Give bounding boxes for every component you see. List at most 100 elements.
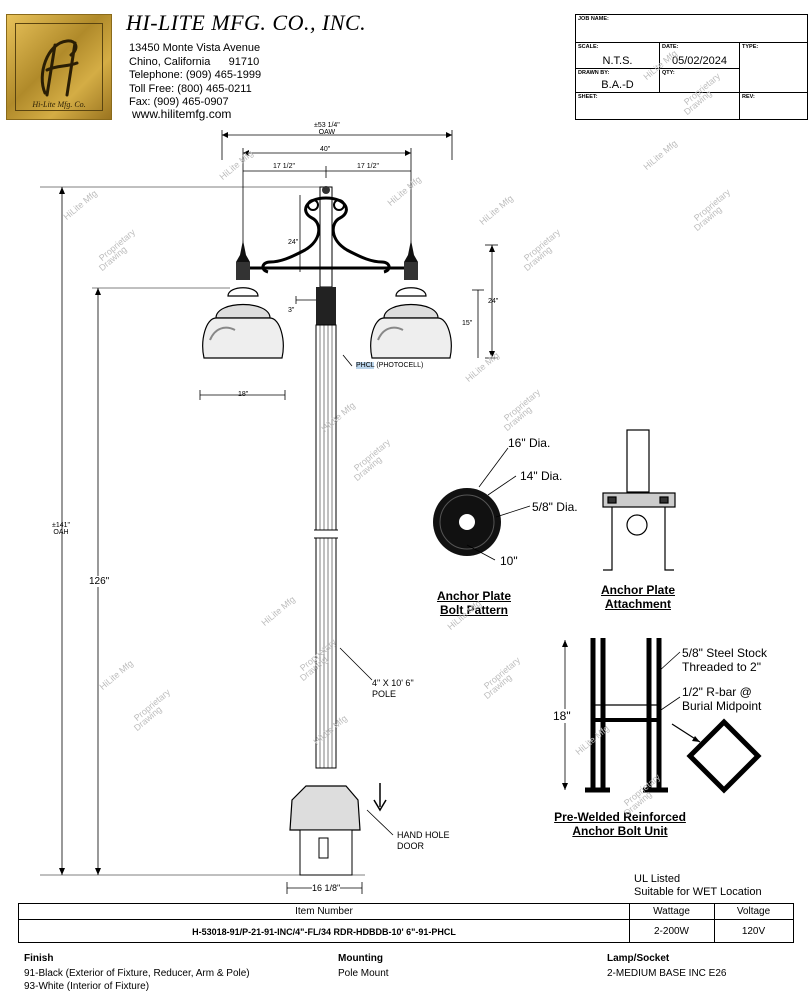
lamp-value: 2-MEDIUM BASE INC E26 [607,968,727,979]
oaw-value: ±53 1/4" [314,122,340,129]
oaw-label: OAW [318,129,336,136]
bolt-height-label: 18" [553,709,571,723]
address-line: Fax: (909) 465-0907 [129,96,229,109]
finish-line: 93-White (Interior of Fixture) [24,981,150,992]
note-line: 5/8" Steel Stock [682,646,767,660]
left-lantern [202,240,284,359]
scale-label: SCALE: [578,44,599,50]
globe-width-dimension: 18" [238,391,249,398]
hand-hole-line: HAND HOLE [397,830,450,840]
company-address: 13450 Monte Vista Avenue Chino, Californ… [129,42,261,110]
note-line: 1/2" R-bar @ [682,685,752,699]
pole-spec-line: 4" X 10' 6" [372,678,414,688]
pole-spec-line: POLE [372,689,397,699]
ul-line: UL Listed [634,873,681,885]
half-right-dimension: 17 1/2" [357,163,379,170]
mounting-header: Mounting [338,953,383,964]
drawn-by-cell: DRAWN BY: B.A.-D [576,69,660,93]
item-number-value: H-53018-91/P-21-91-INC/4"-FL/34 RDR-HDBD… [192,927,456,937]
ul-line: Suitable for WET Location [634,886,762,898]
job-name-cell: JOB NAME: [576,15,807,43]
table-divider [629,904,630,942]
dia-58-label: 5/8" Dia. [532,500,578,514]
address-line: Telephone: (909) 465-1999 [129,69,262,82]
anchor-attachment-caption: Anchor Plate Attachment [588,583,688,611]
arm-span-dimension: 40" [320,146,331,153]
address-line: 13450 Monte Vista Avenue [129,42,261,54]
pole [314,186,338,769]
item-number-header: Item Number [19,904,629,920]
pole-spec-label: 4" X 10' 6" POLE [372,678,414,700]
note-line: Burial Midpoint [682,699,762,713]
caption-line: Anchor Bolt Unit [572,824,668,838]
logo-caption: Hi-Lite Mfg. Co. [32,100,86,109]
rev-label: REV: [742,94,755,100]
caption-line: Bolt Pattern [439,603,508,617]
voltage-header: Voltage [714,904,793,920]
note-line: Threaded to 2" [682,660,761,674]
oah-dimension: ±141" OAH [52,522,70,536]
fixture-height-dimension: 24" [488,298,499,305]
arm-height-dimension: 24" [288,239,299,246]
scroll-arm [243,196,411,274]
sheet-label: SHEET: [578,94,598,100]
dia-16-label: 16" Dia. [508,436,551,450]
table-divider [714,904,715,942]
address-line: Toll Free: (800) 465-0211 [129,82,252,95]
photocell-text: (PHOTOCELL) [374,362,424,369]
anchor-bolt-diagram [562,638,762,794]
half-left-dimension: 17 1/2" [273,163,295,170]
qty-label: QTY: [662,70,675,76]
offset-10-label: 10" [500,554,518,568]
offset-dimension: 3" [288,307,295,314]
wattage-header: Wattage [629,904,714,920]
globe-height-dimension: 15" [462,320,473,327]
lamp-section: Lamp/Socket 2-MEDIUM BASE INC E26 [607,953,726,980]
caption-line: Attachment [604,597,671,611]
oah-value: ±141" [52,522,71,529]
item-table: Item Number Wattage Voltage H-53018-91/P… [18,903,794,943]
mounting-value: Pole Mount [338,968,389,979]
sheet-cell: SHEET: [576,93,740,119]
dia-14-label: 14" Dia. [520,469,563,483]
ul-listing: UL Listed Suitable for WET Location [634,873,762,899]
date-value: 05/02/2024 [671,55,728,67]
caption-line: Anchor Plate [436,589,511,603]
hand-hole-label: HAND HOLE DOOR [397,830,450,852]
logo-monogram [40,39,79,97]
steel-stock-note: 5/8" Steel Stock Threaded to 2" [682,646,767,674]
mounting-section: Mounting Pole Mount [338,953,389,980]
drawn-by-label: DRAWN BY: [578,70,610,76]
photocell-label: PHCL (PHOTOCELL) [356,362,423,369]
scale-value: N.T.S. [602,55,633,67]
finish-header: Finish [24,953,54,964]
date-cell: DATE: 05/02/2024 [660,43,740,69]
fixture-drawing [40,130,762,894]
wattage-value: 2-200W [653,926,689,937]
base-width-dimension: 16 1/8" [312,883,341,893]
company-logo: Hi-Lite Mfg. Co. [6,14,112,120]
anchor-plate-caption: Anchor Plate Bolt Pattern [424,589,524,617]
drawn-by-value: B.A.-D [601,79,634,91]
company-name: HI-LITE MFG. CO., INC. [126,10,367,35]
hand-hole-line: DOOR [397,841,424,851]
job-name-label: JOB NAME: [578,16,609,22]
finish-line: 91-Black (Exterior of Fixture, Reducer, … [24,968,250,979]
date-label: DATE: [662,44,679,50]
oaw-dimension: ±53 1/4" OAW [314,122,340,136]
title-block: JOB NAME: SCALE: N.T.S. DATE: 05/02/2024… [575,14,808,120]
scale-cell: SCALE: N.T.S. [576,43,660,69]
rbar-note: 1/2" R-bar @ Burial Midpoint [682,685,761,713]
anchor-attachment-diagram [602,429,676,571]
caption-line: Anchor Plate [600,583,675,597]
anchor-plate-diagram [433,447,531,561]
pole-height-dimension: 126" [89,576,110,587]
rev-cell: REV: [740,93,807,119]
address-line: Chino, California 91710 [129,55,260,68]
pole-base [289,783,387,876]
qty-cell: QTY: [660,69,740,93]
photocell-code: PHCL [356,362,375,369]
website-link[interactable]: www.hilitemfg.com [132,107,232,121]
voltage-value: 120V [741,926,766,937]
oah-label: OAH [53,529,69,536]
